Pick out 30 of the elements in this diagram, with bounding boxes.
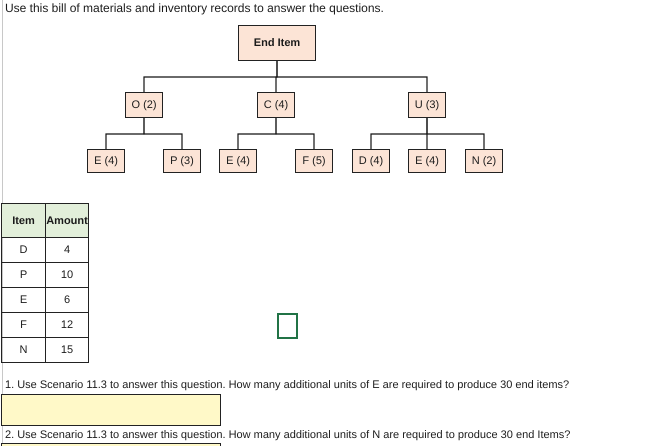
component-box: E (4) — [87, 149, 125, 173]
component-box: O (2) — [125, 92, 163, 118]
question-text: 2. Use Scenario 11.3 to answer this question. How many additional units of N are required to produce 30 end Items? — [5, 428, 570, 442]
component-box: U (3) — [408, 92, 446, 118]
table-cell: D — [2, 238, 46, 262]
table-cell: 15 — [46, 338, 88, 362]
component-box: End Item — [238, 25, 316, 61]
component-box: E (4) — [219, 149, 257, 173]
table-cell: 4 — [46, 238, 88, 262]
component-box: E (4) — [408, 149, 446, 173]
table-cell: P — [2, 262, 46, 288]
table-cell: 6 — [46, 288, 88, 312]
header-cell: Item — [2, 204, 46, 238]
component-box: F (5) — [295, 149, 333, 173]
connector-line — [276, 61, 428, 92]
table-cell: F — [2, 312, 46, 338]
component-box: N (2) — [465, 149, 503, 173]
table-cell: N — [2, 338, 46, 362]
question-text: 1. Use Scenario 11.3 to answer this question. How many additional units of E are required to produce 30 end items? — [5, 378, 570, 392]
connector-line — [275, 118, 315, 149]
connector-line — [143, 118, 183, 149]
table-cell: E — [2, 288, 46, 312]
component-box: C (4) — [257, 92, 295, 118]
header-cell: Amount — [46, 204, 88, 238]
instruction-text: Use this bill of materials and inventory records to answer the questions. — [5, 1, 384, 15]
component-box: P (3) — [163, 149, 201, 173]
component-box: D (4) — [352, 149, 390, 173]
connector-line — [426, 118, 485, 149]
table-cell: 10 — [46, 262, 88, 288]
table-cell: 12 — [46, 312, 88, 338]
